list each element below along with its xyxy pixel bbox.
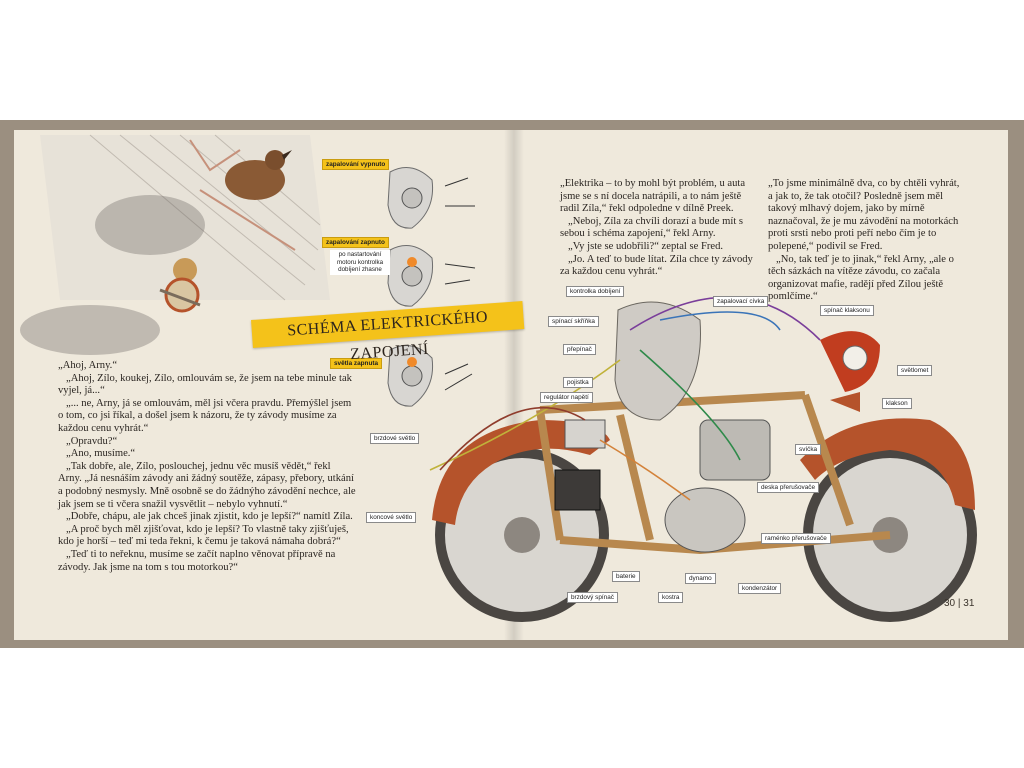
part-label: přepínač (563, 344, 596, 355)
left-text-block: „Ahoj, Arny.“ „Ahoj, Zílo, koukej, Zílo,… (58, 360, 356, 574)
part-label: regulátor napětí (540, 392, 593, 403)
part-label: spínací skříňka (548, 316, 599, 327)
switch-on-note: po nastartování motoru kontrolka dobíjen… (330, 250, 390, 275)
paragraph: „Tak dobře, ale, Zílo, poslouchej, jednu… (58, 460, 356, 510)
paragraph: „Neboj, Zíla za chvíli dorazí a bude mít… (560, 215, 744, 240)
paragraph: „Teď ti to neřeknu, musíme se začít napl… (58, 548, 336, 573)
paragraph: „Ano, musíme.“ (66, 448, 136, 460)
part-label: klakson (882, 398, 912, 409)
part-label: pojistka (563, 377, 593, 388)
paragraph: „Jo. A teď to bude lítat. Zíla chce ty z… (560, 253, 753, 278)
right-text-column-2: „To jsme minimálně dva, co by chtěli vyh… (768, 178, 964, 304)
bird-shadow (95, 195, 205, 255)
part-label: světlomet (897, 365, 933, 376)
switch-off-icon (387, 167, 475, 229)
paragraph: „... ne, Arny, já se omlouvám, měl jsi v… (58, 397, 352, 434)
figure-shadow (20, 305, 160, 355)
switch-on-label: zapalování zapnuto (322, 237, 389, 248)
engine (664, 419, 771, 553)
part-label: deska přerušovače (757, 482, 819, 493)
horn-icon (830, 392, 860, 412)
figure-icon (159, 258, 201, 313)
part-label: kondenzátor (738, 583, 782, 594)
bird-icon (225, 150, 292, 200)
paragraph: „A proč bych měl zjišťovat, kdo je lepší… (58, 523, 349, 548)
wiring (429, 296, 821, 501)
part-label: kostra (658, 592, 684, 603)
part-label: kontrolka dobíjení (566, 286, 625, 297)
fuel-tank (614, 301, 701, 421)
regulator-icon (564, 419, 606, 449)
switch-lights-icon (387, 345, 473, 407)
part-label: baterie (612, 571, 640, 582)
part-label: brzdový spínač (567, 592, 618, 603)
part-label: brzdové světlo (370, 433, 420, 444)
part-label: dynamo (685, 573, 716, 584)
switch-on-icon (387, 245, 476, 307)
right-text-column-1: „Elektrika – to by mohl být problém, u a… (560, 178, 756, 279)
part-label: svíčka (795, 444, 822, 455)
paragraph: „Elektrika – to by mohl být problém, u a… (560, 178, 746, 215)
paragraph: „Ahoj, Zílo, koukej, Zílo, omlouvám se, … (58, 372, 352, 397)
battery-icon (554, 469, 601, 511)
paragraph: „Dobře, chápu, ale jak chceš jinak zjist… (66, 511, 353, 523)
front-fender (800, 418, 975, 510)
paragraph: „Ahoj, Arny.“ (58, 360, 118, 371)
switch-off-label: zapalování vypnuto (322, 159, 390, 170)
page-numbers: 30 | 31 (944, 598, 975, 609)
paragraph: „Vy jste se udobřili?“ zeptal se Fred. (568, 240, 724, 252)
part-label: spínač klaksonu (820, 305, 874, 316)
part-label: zapalovací cívka (713, 296, 769, 307)
paragraph: „To jsme minimálně dva, co by chtěli vyh… (768, 178, 960, 252)
paragraph: „Opravdu?“ (66, 435, 118, 447)
paragraph: „No, tak teď je to jinak,“ řekl Arny, „a… (768, 253, 954, 303)
switch-lights-label: světla zapnuta (330, 358, 383, 369)
part-label: koncové světlo (366, 512, 417, 523)
headlight-icon (820, 331, 880, 392)
part-label: raménko přerušovače (761, 533, 831, 544)
